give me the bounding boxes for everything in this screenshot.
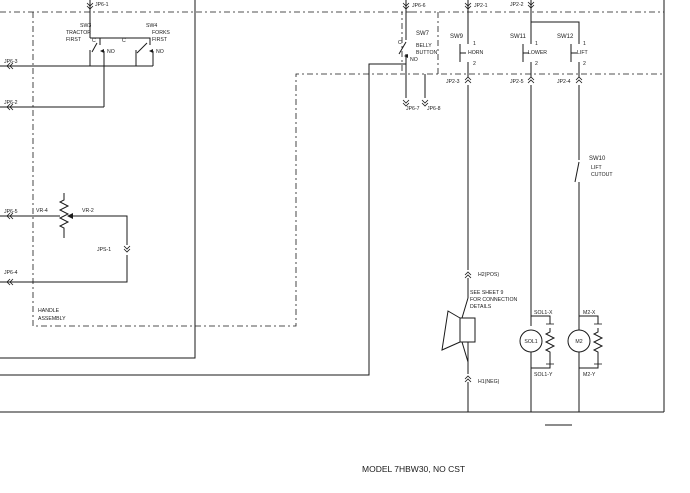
sw11-p1: 1 <box>535 41 538 47</box>
potentiometer: VR-4 VR-2 JPS-1 <box>36 193 131 253</box>
sw3-name: SW3 <box>80 23 91 29</box>
top-connectors: JP6-1 JP6-6 JP2-1 JP2-2 <box>86 0 535 12</box>
sw12-p2: 2 <box>583 61 586 67</box>
sw9-func: HORN <box>468 50 484 56</box>
horn: H2(POS) SEE SHEET 9 FOR CONNECTION DETAI… <box>441 85 518 412</box>
horn-pos-label: H2(POS) <box>478 272 499 278</box>
sw9-p1: 1 <box>473 41 476 47</box>
sw7-switch: SW7 C BELLY BUTTON NO JP6-7 JP6-8 <box>397 12 441 112</box>
handle-label-2: ASSEMBLY <box>38 316 66 322</box>
sw3-c: C <box>92 38 96 44</box>
sw12-switch: SW12 LIFT 1 2 JP2-4 <box>531 21 588 85</box>
vr2-label: VR-2 <box>82 208 94 214</box>
sw7-no: NO <box>410 57 418 63</box>
connector-jp6-7: JP6-7 <box>406 106 420 112</box>
sw12-p1: 1 <box>583 41 586 47</box>
sw4-name: SW4 <box>146 23 157 29</box>
sol1-name: SOL1 <box>524 339 537 345</box>
sw12-func: LIFT <box>577 50 588 56</box>
sw10-name: SW10 <box>589 156 606 162</box>
handle-label-1: HANDLE <box>38 308 60 314</box>
sw3-line2: FIRST <box>66 37 82 43</box>
vr4-label: VR-4 <box>36 208 48 214</box>
connector-jp2-5: JP2-5 <box>510 79 524 85</box>
connector-jp6-2: JP6-2 <box>4 100 18 106</box>
connector-jps-1: JPS-1 <box>97 247 111 253</box>
m2-name: M2 <box>575 339 582 345</box>
sw10-line2: CUTOUT <box>591 172 613 178</box>
sw7-line1: BELLY <box>416 43 432 49</box>
connector-jp6-6: JP6-6 <box>412 3 426 9</box>
sw4-no: NO <box>156 49 164 55</box>
connector-jp2-3: JP2-3 <box>446 79 460 85</box>
m2-motor: M2-X M2 M2-Y <box>567 305 604 412</box>
sw7-line2: BUTTON <box>416 50 437 56</box>
model-title: MODEL 7HBW30, NO CST <box>362 464 465 474</box>
sw3-switch: SW3 TRACTOR FIRST C NO <box>66 12 115 107</box>
sw11-func: LOWER <box>528 50 547 56</box>
horn-note-3: DETAILS <box>470 304 492 310</box>
connector-jp6-4: JP6-4 <box>4 270 18 276</box>
sol1-y-label: SOL1-Y <box>534 372 553 378</box>
sw9-switch: SW9 HORN 1 2 JP2-3 <box>446 12 484 85</box>
sw3-line1: TRACTOR <box>66 30 91 36</box>
connector-jp6-8: JP6-8 <box>427 106 441 112</box>
sw11-name: SW11 <box>510 34 527 40</box>
m2-y-label: M2-Y <box>583 372 596 378</box>
connector-jp6-1: JP6-1 <box>95 2 109 8</box>
connector-jp2-1: JP2-1 <box>474 3 488 9</box>
sol1-solenoid: SOL1-X SOL1 SOL1-Y <box>519 85 556 412</box>
sw10-switch: SW10 LIFT CUTOUT <box>574 85 613 305</box>
frame-wiring <box>0 0 665 413</box>
connector-jp6-3: JP6-3 <box>4 59 18 65</box>
horn-note-2: FOR CONNECTION <box>470 297 518 303</box>
horn-note-1: SEE SHEET 9 <box>470 290 503 296</box>
connector-jp2-4: JP2-4 <box>557 79 571 85</box>
sw12-name: SW12 <box>557 34 574 40</box>
connector-jp2-2: JP2-2 <box>510 2 524 8</box>
left-connectors: JP6-3 JP6-2 JP6-5 JP6-4 <box>0 59 128 286</box>
horn-neg-label: H1(NEG) <box>478 379 500 385</box>
sw10-line1: LIFT <box>591 165 602 171</box>
sw4-line2: FIRST <box>152 37 168 43</box>
sw9-p2: 2 <box>473 61 476 67</box>
sol1-x-label: SOL1-X <box>534 310 553 316</box>
sw4-c: C <box>122 38 126 44</box>
sw4-switch: SW4 FORKS FIRST C NO <box>0 23 170 67</box>
sw9-name: SW9 <box>450 34 464 40</box>
m2-x-label: M2-X <box>583 310 596 316</box>
connector-jp6-5: JP6-5 <box>4 209 18 215</box>
sw11-switch: SW11 LOWER 1 2 JP2-5 <box>510 12 547 85</box>
sw7-name: SW7 <box>416 31 430 37</box>
horn-speaker-icon <box>459 317 476 343</box>
sw4-line1: FORKS <box>152 30 170 36</box>
sw11-p2: 2 <box>535 61 538 67</box>
sw7-c: C <box>398 40 402 46</box>
handle-assembly-box: HANDLE ASSEMBLY <box>0 11 665 327</box>
sw3-no: NO <box>107 49 115 55</box>
